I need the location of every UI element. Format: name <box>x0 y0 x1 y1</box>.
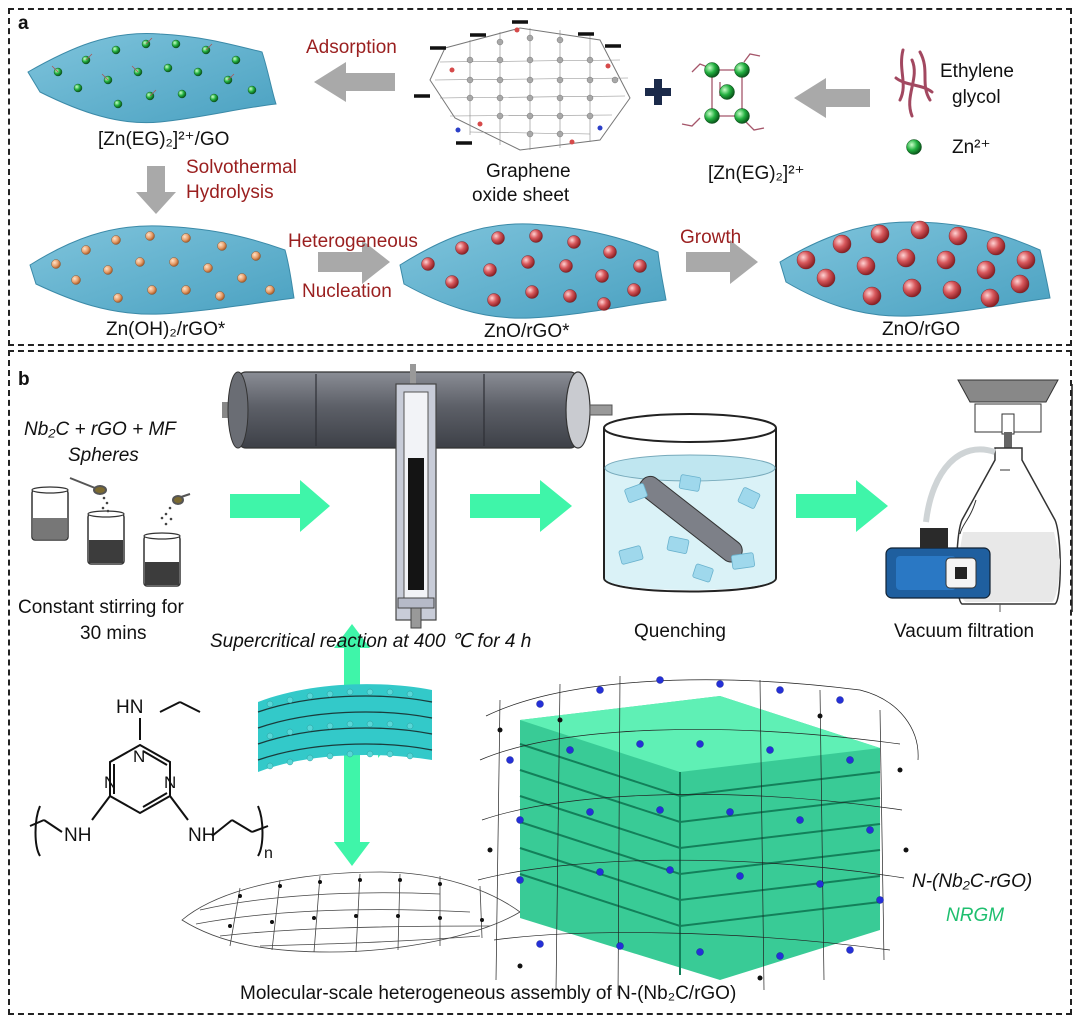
vacuum-pump <box>885 528 991 599</box>
stirring-label-line2: 30 mins <box>80 623 147 644</box>
zno-rgo-star-label: ZnO/rGO* <box>484 321 570 342</box>
panel-a <box>8 8 1072 346</box>
precursor-label-line1: Nb₂C + rGO + MF <box>24 419 176 440</box>
quenching-label: Quenching <box>634 621 726 642</box>
ethylene-glycol-icon <box>894 48 934 118</box>
quenching-beaker <box>603 413 777 593</box>
heterogeneous-label: Heterogeneous <box>288 231 418 252</box>
green-arrow-3 <box>796 480 888 532</box>
nrgm-structure <box>477 675 919 997</box>
oxide-sheet-label: oxide sheet <box>472 185 570 206</box>
panel-b <box>8 350 1072 1015</box>
ring-n-top: N <box>133 747 146 766</box>
green-arrow-2 <box>470 480 572 532</box>
panel-a-letter: a <box>18 13 29 34</box>
adsorption-label: Adsorption <box>306 37 397 58</box>
plus-icon <box>645 79 671 105</box>
zno-rgo-star-sheet <box>399 223 667 319</box>
growth-label: Growth <box>680 227 742 248</box>
negative-charge-marks <box>414 20 621 145</box>
ethylene-label: Ethylene <box>940 61 1014 82</box>
nh-right-label: NH <box>188 825 216 846</box>
beaker-1 <box>31 486 69 541</box>
glycol-label: glycol <box>952 87 1001 108</box>
vacuum-label: Vacuum filtration <box>894 621 1035 642</box>
zn-eg-complex <box>681 53 765 131</box>
growth-arrow <box>686 240 758 284</box>
zn-eg-go-label: [Zn(EG)₂]²⁺/GO <box>98 129 230 150</box>
zn-oh-rgo-label: Zn(OH)₂/rGO* <box>106 319 226 340</box>
zno-rgo-label: ZnO/rGO <box>882 319 961 340</box>
zno-rgo-sheet <box>779 220 1051 317</box>
zn-eg-go-sheet <box>27 32 277 124</box>
panel-b-letter: b <box>18 369 30 390</box>
zn-oh-rgo-sheet <box>29 225 295 315</box>
reactor-tube <box>395 364 437 629</box>
amine-hn-label: HN <box>116 697 144 718</box>
nucleation-arrow <box>318 240 390 284</box>
complexation-arrow <box>794 78 870 118</box>
hydrolysis-label: Hydrolysis <box>186 182 274 203</box>
ring-n-right: N <box>164 773 177 792</box>
beaker-2 <box>87 510 125 565</box>
nrgm-label: NRGM <box>946 905 1005 926</box>
stirring-label-line1: Constant stirring for <box>18 597 184 618</box>
zn-eg-label: [Zn(EG)₂]²⁺ <box>708 163 805 184</box>
supercritical-label: Supercritical reaction at 400 ℃ for 4 h <box>210 631 532 652</box>
zn-ion-label: Zn²⁺ <box>952 137 991 158</box>
zn-ion-icon <box>906 139 922 155</box>
beaker-3 <box>143 532 181 587</box>
assembly-caption: Molecular-scale heterogeneous assembly o… <box>240 983 737 1004</box>
green-arrow-1 <box>230 480 330 532</box>
graphene-label: Graphene <box>486 161 571 182</box>
subscript-n-label: n <box>264 845 273 862</box>
adsorption-arrow <box>314 62 395 102</box>
nh-left-label: NH <box>64 825 92 846</box>
nb2c-layers <box>257 684 433 772</box>
mf-polymer-structure <box>29 701 269 857</box>
nucleation-label: Nucleation <box>302 281 392 302</box>
precursor-label-line2: Spheres <box>68 445 139 466</box>
solvothermal-arrow <box>136 166 176 214</box>
graphene-sheet <box>181 871 521 953</box>
graphene-oxide-sheet <box>429 27 631 151</box>
product-name-label: N-(Nb₂C-rGO) <box>912 871 1033 892</box>
solvothermal-label: Solvothermal <box>186 157 297 178</box>
ring-n-left: N <box>104 773 117 792</box>
powder-particles <box>101 496 173 526</box>
spatula-icon <box>69 477 191 505</box>
